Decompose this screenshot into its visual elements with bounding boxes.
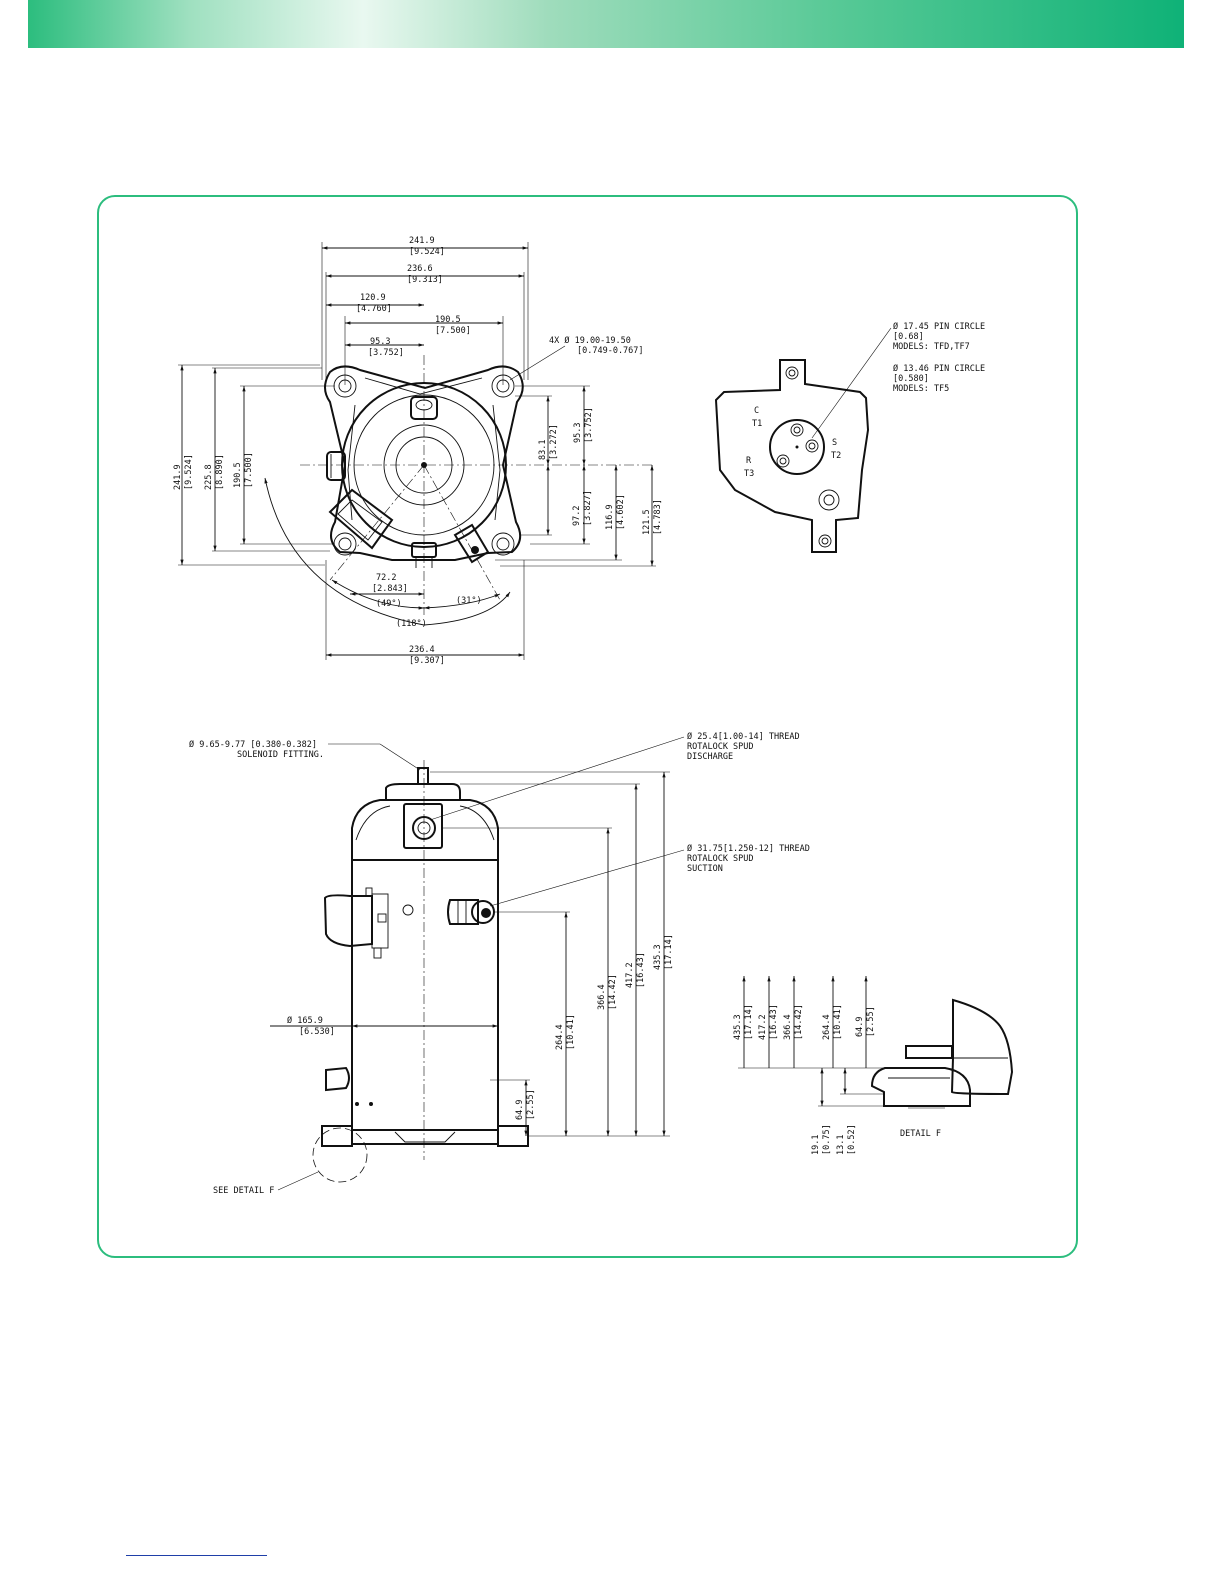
angle-31: (31°) xyxy=(456,596,482,606)
pin-s-label: S xyxy=(832,438,837,448)
detail-dim-v2-mm: 417.2 xyxy=(758,1014,768,1040)
side-dim-v5-mm: 64.9 xyxy=(515,1100,525,1120)
detail-dim-b2-in: [0.52] xyxy=(847,1124,857,1155)
dim-r2-mm: 95.3 xyxy=(573,423,583,443)
holes-note: 4X Ø 19.00-19.50 xyxy=(549,335,631,346)
detail-dim-v3-in: [14.42] xyxy=(794,1004,804,1040)
pin-t3-label: T3 xyxy=(744,469,754,479)
dim-w2-in: [9.313] xyxy=(407,275,443,285)
detail-dim-v1-in: [17.14] xyxy=(744,1004,754,1040)
side-dim-v2-in: [14.42] xyxy=(608,974,618,1010)
side-dim-v2-mm: 366.4 xyxy=(597,984,607,1010)
pin-circle-note-2-models: MODELS: TF5 xyxy=(893,384,949,394)
detail-dim-v5-in: [2.55] xyxy=(866,1006,876,1037)
dim-r1-mm: 83.1 xyxy=(538,440,548,460)
discharge-note: Ø 25.4[1.00-14] THREAD xyxy=(687,731,800,742)
solenoid-note-2: SOLENOID FITTING. xyxy=(237,750,324,760)
detail-dim-v5-mm: 64.9 xyxy=(855,1017,865,1037)
detail-f-label: DETAIL F xyxy=(900,1129,941,1139)
side-dim-v4-in: [17.14] xyxy=(664,934,674,970)
dim-w4-mm: 190.5 xyxy=(435,315,461,325)
dim-w4-in: [7.500] xyxy=(435,326,471,336)
dim-w3-in: [4.760] xyxy=(356,304,392,314)
terminal-box-view: C T1 S T2 R T3 Ø 17.45 PIN CIRCLE [0.68]… xyxy=(714,321,985,553)
top-view: 241.9 [9.524] 236.6 [9.313] 120.9 [4.760… xyxy=(173,236,663,666)
discharge-note-2: ROTALOCK SPUD xyxy=(687,742,754,752)
side-dim-v5-in: [2.55] xyxy=(526,1089,536,1120)
footer-link-underline xyxy=(126,1555,267,1556)
dim-h2-mm: 225.8 xyxy=(204,464,214,490)
dim-w5-in: [3.752] xyxy=(368,348,404,358)
pin-t1-label: T1 xyxy=(752,419,762,429)
detail-dim-b1-mm: 19.1 xyxy=(811,1135,821,1155)
angle-49: (49°) xyxy=(376,599,402,609)
suction-note-3: SUCTION xyxy=(687,864,723,874)
pin-circle-note-2-in: [0.580] xyxy=(893,374,929,384)
pin-circle-note-1-models: MODELS: TFD,TF7 xyxy=(893,342,970,352)
detail-dim-v3-mm: 366.4 xyxy=(783,1014,793,1040)
drawing-frame xyxy=(97,195,1078,1258)
dim-b1-mm: 72.2 xyxy=(376,573,396,583)
dim-w2-mm: 236.6 xyxy=(407,264,433,274)
suction-note-2: ROTALOCK SPUD xyxy=(687,854,754,864)
holes-note-in: [0.749-0.767] xyxy=(577,346,644,356)
detail-dim-v4-mm: 264.4 xyxy=(822,1014,832,1040)
dim-b2-in: [9.307] xyxy=(409,656,445,666)
angle-118: (118°) xyxy=(396,619,427,629)
dim-r2-in: [3.752] xyxy=(584,407,594,443)
see-detail-f: SEE DETAIL F xyxy=(213,1186,274,1196)
dim-w1-in: [9.524] xyxy=(409,247,445,257)
diameter-dim-in: [6.530] xyxy=(299,1027,335,1037)
dim-r5-in: [4.783] xyxy=(653,499,663,535)
dim-b1-in: [2.843] xyxy=(372,584,408,594)
dim-h1-in: [9.524] xyxy=(184,454,194,490)
suction-note: Ø 31.75[1.250-12] THREAD xyxy=(687,843,810,854)
dim-r1-in: [3.272] xyxy=(549,424,559,460)
side-dim-v1-in: [10.41] xyxy=(566,1014,576,1050)
dim-h2-in: [8.890] xyxy=(215,454,225,490)
diameter-dim: Ø 165.9 xyxy=(287,1015,323,1026)
dim-h3-mm: 190.5 xyxy=(233,462,243,488)
side-view: Ø 9.65-9.77 [0.380-0.382] SOLENOID FITTI… xyxy=(189,731,810,1196)
detail-dim-v4-in: [10.41] xyxy=(833,1004,843,1040)
detail-dim-b2-mm: 13.1 xyxy=(836,1135,846,1155)
solenoid-note: Ø 9.65-9.77 [0.380-0.382] xyxy=(189,739,317,750)
dim-h3-in: [7.500] xyxy=(244,452,254,488)
detail-f-view: 435.3 [17.14] 417.2 [16.43] 366.4 [14.42… xyxy=(733,976,1014,1155)
dim-r3-in: [3.827] xyxy=(583,490,593,526)
pin-c-label: C xyxy=(754,406,759,416)
dim-r4-mm: 116.9 xyxy=(605,504,615,530)
dim-w1-mm: 241.9 xyxy=(409,236,435,246)
dim-w3-mm: 120.9 xyxy=(360,293,386,303)
side-dim-v4-mm: 435.3 xyxy=(653,944,663,970)
pin-circle-note-1: Ø 17.45 PIN CIRCLE xyxy=(893,321,985,332)
dim-b2-mm: 236.4 xyxy=(409,645,435,655)
dim-r4-in: [4.602] xyxy=(616,494,626,530)
pin-circle-note-1-in: [0.68] xyxy=(893,332,924,342)
discharge-note-3: DISCHARGE xyxy=(687,752,733,762)
detail-dim-v1-mm: 435.3 xyxy=(733,1014,743,1040)
pin-t2-label: T2 xyxy=(831,451,841,461)
side-dim-v1-mm: 264.4 xyxy=(555,1024,565,1050)
detail-dim-v2-in: [16.43] xyxy=(769,1004,779,1040)
dim-w5-mm: 95.3 xyxy=(370,337,390,347)
header-gradient-band xyxy=(28,0,1184,48)
pin-r-label: R xyxy=(746,456,752,466)
side-dim-v3-in: [16.43] xyxy=(636,952,646,988)
side-dim-v3-mm: 417.2 xyxy=(625,962,635,988)
dim-r3-mm: 97.2 xyxy=(572,506,582,526)
dim-h1-mm: 241.9 xyxy=(173,464,183,490)
detail-dim-b1-in: [0.75] xyxy=(822,1124,832,1155)
dim-r5-mm: 121.5 xyxy=(642,509,652,535)
pin-circle-note-2: Ø 13.46 PIN CIRCLE xyxy=(893,363,985,374)
